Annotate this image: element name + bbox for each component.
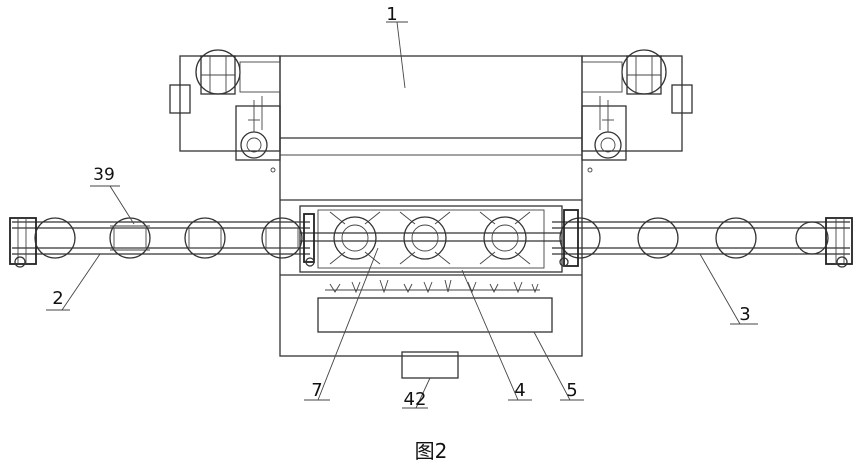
clamp-station — [299, 205, 579, 273]
figure-caption: 图2 — [415, 439, 448, 463]
nozzle-row — [325, 279, 540, 294]
label-2: 2 — [52, 288, 63, 309]
left-conveyor — [9, 217, 310, 268]
label-42: 42 — [404, 389, 427, 410]
label-5: 5 — [566, 380, 577, 401]
right-motor-assembly — [581, 49, 693, 161]
tank — [317, 297, 553, 333]
label-3: 3 — [739, 304, 750, 325]
label-4: 4 — [514, 380, 525, 401]
machine-body — [270, 55, 593, 357]
label-1: 1 — [386, 4, 397, 25]
left-motor-assembly — [169, 49, 281, 161]
right-conveyor — [552, 217, 853, 268]
label-7: 7 — [311, 380, 322, 401]
label-39: 39 — [93, 165, 115, 185]
leader-lines — [46, 21, 758, 409]
